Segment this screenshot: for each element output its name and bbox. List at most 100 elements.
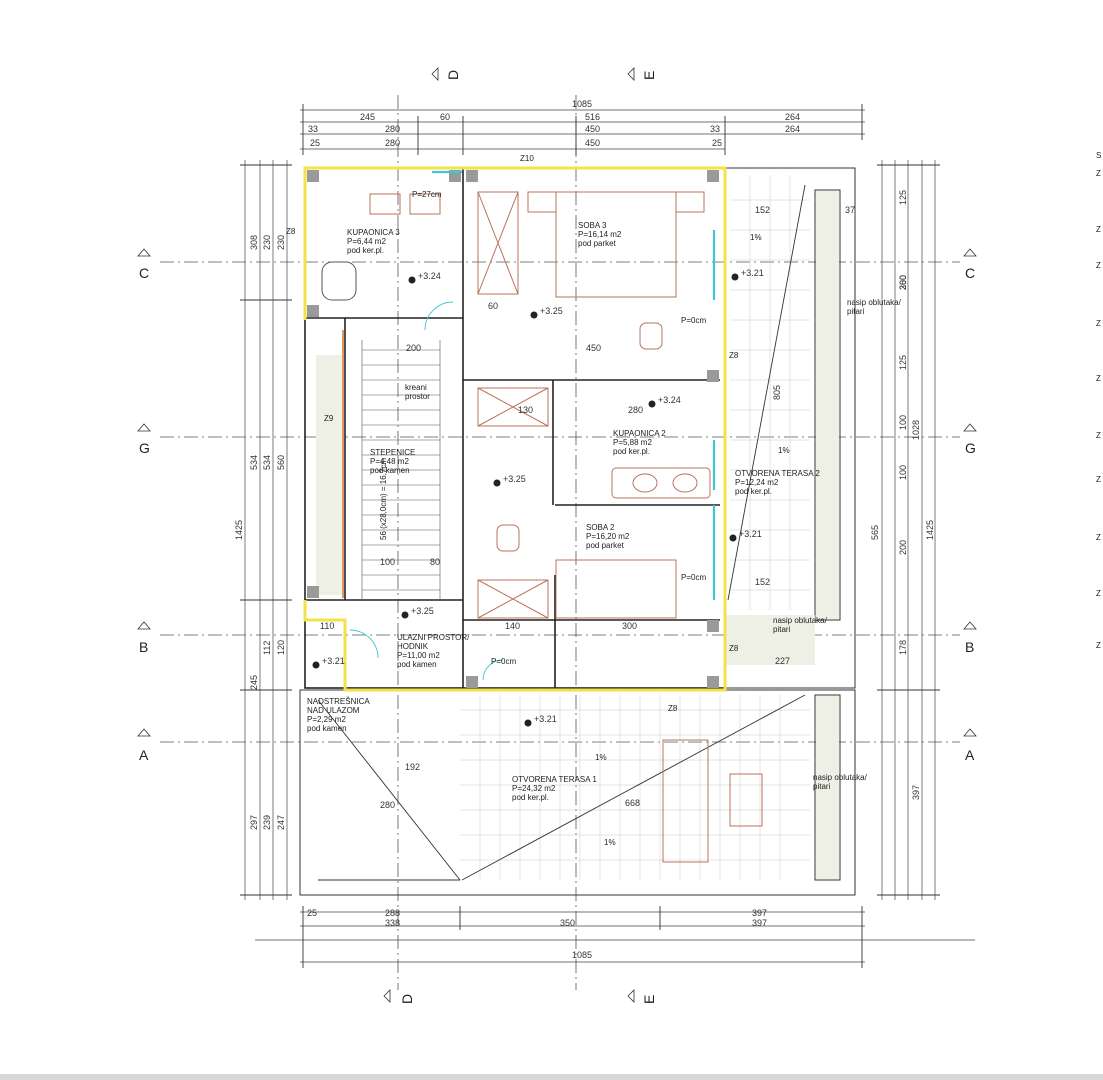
dim-bottom-r1-0: 25 — [307, 908, 317, 918]
dim-top-r1-0: 245 — [360, 112, 375, 122]
interior-dim: 192 — [405, 762, 420, 772]
dim-left-c2-1: 230 — [262, 235, 272, 250]
room-area: P=6,44 m2 — [347, 237, 386, 246]
dim-left-c3-1: 230 — [276, 235, 286, 250]
dim-right-c3-6: 178 — [898, 640, 908, 655]
interior-dim: 152 — [755, 577, 770, 587]
room-name-2: HODNIK — [397, 642, 429, 651]
dim-top-r1-2: 516 — [585, 112, 600, 122]
dim-top-r3-2: 450 — [585, 138, 600, 148]
dimension-ticks — [240, 104, 940, 968]
legend-letter: Z — [1096, 589, 1101, 598]
room-floor: pod ker.pl. — [512, 793, 549, 802]
dim-right-c3-0: 125 — [898, 190, 908, 205]
legend-letter: Z — [1096, 374, 1101, 383]
interior-dim: 130 — [518, 405, 533, 415]
level-label: +3.24 — [418, 271, 441, 281]
level-label: +3.25 — [503, 474, 526, 484]
axis-label-g-right: G — [965, 440, 976, 456]
dim-right-c3-3: 100 — [898, 415, 908, 430]
nasip-label: nasip oblutaka/ — [773, 616, 828, 625]
slope-lines — [317, 184, 806, 881]
gravel-strips — [316, 191, 839, 879]
level-label: +3.21 — [741, 268, 764, 278]
room-name-2: NAD ULAZOM — [307, 706, 360, 715]
room-otvorena-terasa-1: OTVORENA TERASA 1 P=24,32 m2 pod ker.pl. — [512, 775, 599, 802]
interior-dim: 668 — [625, 798, 640, 808]
dim-right-c2-3: 565 — [870, 525, 880, 540]
bottom-bar — [0, 1074, 1103, 1080]
dimension-lines — [244, 109, 975, 963]
interior-dim: 280 — [628, 405, 643, 415]
room-floor: pod parket — [586, 541, 625, 550]
room-floor: pod kamen — [370, 466, 410, 475]
nasip-label: pitari — [847, 307, 865, 316]
dim-top-r1-1: 60 — [440, 112, 450, 122]
dim-top-r2-4: 264 — [785, 124, 800, 134]
dim-bottom-r2-2: 397 — [752, 918, 767, 928]
room-name: KUPAONICA 2 — [613, 429, 666, 438]
interior-dimension-labels: 60 152 37 200 450 130 280 152 100 80 110… — [320, 205, 855, 810]
axis-label-c-right: C — [965, 265, 975, 281]
dim-right-c3-2: 125 — [898, 355, 908, 370]
dim-bottom-r2-1: 350 — [560, 918, 575, 928]
dim-left-c2-3: 534 — [262, 455, 272, 470]
dim-left-c1-2: 245 — [249, 675, 259, 690]
axis-label-e-top: E — [641, 71, 657, 80]
legend-letter: S — [1096, 151, 1101, 160]
z8-tag: Z8 — [668, 704, 678, 713]
room-otvorena-terasa-2: OTVORENA TERASA 2 P=12,24 m2 pod ker.pl. — [735, 469, 822, 496]
axis-label-b-left: B — [139, 639, 148, 655]
kreani-prostor-label: kreani — [405, 383, 427, 392]
level-label: +3.25 — [540, 306, 563, 316]
room-nadstresnica: NADSTREŠNICA NAD ULAZOM P=2,29 m2 pod ka… — [307, 697, 371, 733]
kreani-prostor-label: prostor — [405, 392, 430, 401]
dim-right-c2-1: 360 — [898, 275, 908, 290]
room-floor: pod parket — [578, 239, 617, 248]
axis-label-d-top: D — [445, 70, 461, 80]
legend-letter: Z — [1096, 475, 1101, 484]
interior-dim: 200 — [406, 343, 421, 353]
dim-right-total: 1425 — [925, 520, 935, 540]
level-label: +3.24 — [658, 395, 681, 405]
floor-boundary — [303, 166, 727, 692]
room-floor: pod kamen — [307, 724, 347, 733]
interior-dim: 227 — [775, 656, 790, 666]
interior-dim: 110 — [320, 621, 334, 631]
room-soba-2: SOBA 2 P=16,20 m2 pod parket — [586, 523, 632, 550]
legend-letter: Z — [1096, 319, 1101, 328]
nasip-label: pitari — [773, 625, 791, 634]
room-area: P=5,88 m2 — [613, 438, 652, 447]
room-name: OTVORENA TERASA 1 — [512, 775, 597, 784]
dim-right-c1-0: 1028 — [911, 420, 921, 440]
room-name: STEPENICE — [370, 448, 415, 457]
axis-label-a-left: A — [139, 747, 149, 763]
z8-tag: Z8 — [286, 227, 296, 236]
windows — [432, 170, 716, 600]
level-label: +3.21 — [322, 656, 345, 666]
z8-tag: Z8 — [729, 644, 739, 653]
interior-dim: 450 — [586, 343, 601, 353]
z10-tag: Z10 — [520, 154, 534, 163]
legend-letter: Z — [1096, 533, 1101, 542]
z9-tag: Z9 — [324, 414, 334, 423]
level-label: +3.25 — [411, 606, 434, 616]
stair-treads — [361, 340, 441, 600]
dim-left-c3-3: 560 — [276, 455, 286, 470]
axis-label-a-right: A — [965, 747, 975, 763]
slope-label: 1% — [604, 838, 616, 847]
dim-left-c3-5: 120 — [276, 640, 286, 655]
dim-right-c4-1: 805 — [772, 385, 782, 400]
dim-top-r2-2: 450 — [585, 124, 600, 134]
slope-label: 1% — [595, 753, 607, 762]
nasip-label: pitari — [813, 782, 831, 791]
room-kupaonica-3: KUPAONICA 3 P=6,44 m2 pod ker.pl. — [347, 228, 402, 255]
interior-dim: 152 — [755, 205, 770, 215]
z8-tag: Z8 — [729, 351, 739, 360]
slope-label: 1% — [778, 446, 790, 455]
interior-dim: 280 — [380, 800, 395, 810]
axis-label-e-bottom: E — [641, 995, 657, 1004]
dim-left-c1-0: 308 — [249, 235, 259, 250]
dim-left-c1-1: 534 — [249, 455, 259, 470]
room-labels: KUPAONICA 3 P=6,44 m2 pod ker.pl. SOBA 3… — [307, 221, 822, 802]
